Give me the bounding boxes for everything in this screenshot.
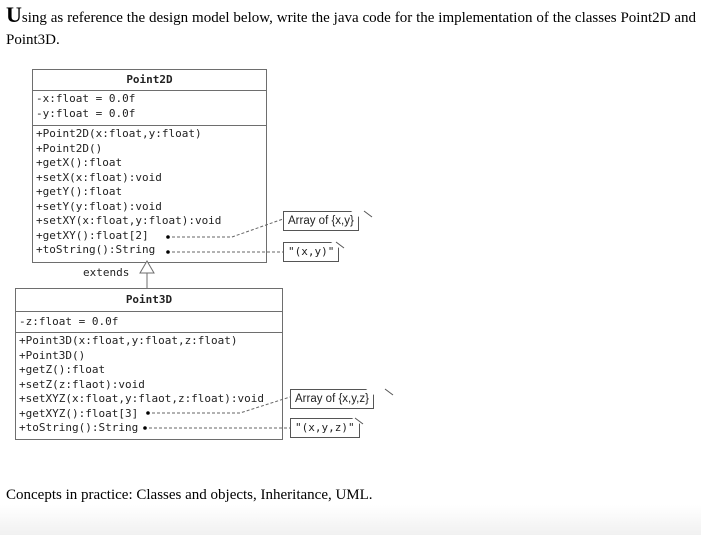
- intro-text: sing as reference the design model below…: [6, 10, 696, 48]
- method: +getXY():float[2]: [36, 228, 149, 242]
- note-tostring-2d: "(x,y)": [283, 242, 340, 262]
- note-text: "(x,y)": [288, 245, 335, 258]
- method: +setZ(z:flaot):void: [19, 377, 145, 391]
- note-getxyz: Array of {x,y,z}: [290, 389, 374, 409]
- class-name: Point2D: [33, 70, 266, 91]
- note-getxy: Array of {x,y}: [283, 211, 359, 231]
- question-intro: Using as reference the design model belo…: [6, 4, 696, 51]
- note-text: Array of {x,y}: [288, 215, 354, 227]
- attributes-section: -x:float = 0.0f -y:float = 0.0f: [33, 91, 266, 126]
- class-point2d: Point2D -x:float = 0.0f -y:float = 0.0f …: [32, 69, 267, 263]
- method: +Point3D(): [19, 348, 86, 362]
- method: +toString():String: [19, 421, 139, 434]
- method: +Point2D(x:float,y:float): [36, 127, 202, 140]
- method: +setY(y:float):void: [36, 199, 162, 213]
- extends-label: extends: [83, 266, 130, 279]
- method: +setXY(x:float,y:float):void: [36, 214, 222, 227]
- method: +setX(x:float):void: [36, 170, 162, 184]
- method: +setXYZ(x:float,y:flaot,z:float):void: [19, 392, 265, 405]
- note-text: Array of {x,y,z}: [295, 393, 369, 405]
- attribute: -z:float = 0.0f: [19, 315, 119, 328]
- methods-section: +Point2D(x:float,y:float) +Point2D() +ge…: [33, 126, 266, 259]
- drop-cap: U: [6, 2, 22, 27]
- attributes-section: -z:float = 0.0f: [16, 312, 282, 333]
- methods-section: +Point3D(x:float,y:float,z:float) +Point…: [16, 333, 282, 437]
- attribute: -y:float = 0.0f: [36, 106, 136, 120]
- method: +Point2D(): [36, 141, 103, 155]
- method: +getZ():float: [19, 363, 106, 376]
- note-tostring-3d: "(x,y,z)": [290, 418, 360, 438]
- attribute: -x:float = 0.0f: [36, 92, 136, 105]
- class-name: Point3D: [16, 289, 282, 312]
- concepts-footer: Concepts in practice: Classes and object…: [6, 487, 373, 503]
- note-text: "(x,y,z)": [295, 421, 355, 434]
- method: +getX():float: [36, 156, 123, 169]
- method: +Point3D(x:float,y:float,z:float): [19, 334, 238, 347]
- method: +getY():float: [36, 185, 123, 198]
- method: +getXYZ():float[3]: [19, 406, 139, 420]
- class-point3d: Point3D -z:float = 0.0f +Point3D(x:float…: [15, 288, 283, 440]
- method: +toString():String: [36, 243, 156, 256]
